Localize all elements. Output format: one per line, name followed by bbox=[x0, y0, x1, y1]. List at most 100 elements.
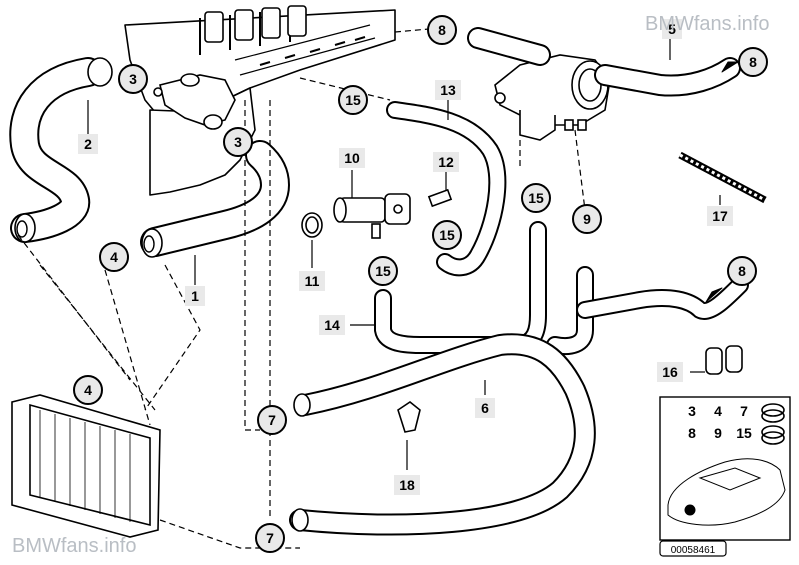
image-id: 00058461 bbox=[671, 545, 716, 556]
legend-part-7: 7 bbox=[740, 403, 748, 419]
callout-circle bbox=[257, 405, 287, 435]
callout-box bbox=[185, 286, 205, 306]
legend-inset: 3 4 7 8 9 15 00058461 bbox=[659, 396, 791, 557]
callout-7: 7 bbox=[255, 523, 285, 553]
thermostat-housing bbox=[153, 73, 236, 130]
callout-label: 14 bbox=[324, 317, 340, 333]
callout-1: 1 bbox=[185, 286, 205, 306]
legend-part-9: 9 bbox=[714, 425, 722, 441]
callout-14: 14 bbox=[319, 315, 345, 335]
callout-label: 4 bbox=[84, 382, 92, 398]
callout-11: 11 bbox=[299, 271, 325, 291]
image-id-box bbox=[659, 540, 727, 557]
callout-box bbox=[475, 398, 495, 418]
callout-7: 7 bbox=[257, 405, 287, 435]
callout-circle bbox=[118, 64, 148, 94]
callout-label: 8 bbox=[438, 22, 446, 38]
callout-8: 8 bbox=[727, 256, 757, 286]
watermark-bottom: BMWfans.info bbox=[12, 535, 136, 557]
callout-2: 2 bbox=[78, 134, 98, 154]
callout-circle bbox=[432, 220, 462, 250]
callout-15: 15 bbox=[368, 256, 398, 286]
valve-assembly bbox=[301, 188, 743, 433]
callout-6: 6 bbox=[475, 398, 495, 418]
callout-12: 12 bbox=[433, 152, 459, 172]
callout-4: 4 bbox=[73, 375, 103, 405]
callout-label: 15 bbox=[439, 227, 455, 243]
callout-circle bbox=[338, 85, 368, 115]
callout-5: 5 bbox=[662, 19, 682, 39]
legend-part-4: 4 bbox=[714, 403, 722, 419]
cable-tie bbox=[678, 151, 767, 204]
callout-label: 4 bbox=[110, 249, 118, 265]
callout-3: 3 bbox=[118, 64, 148, 94]
callout-circle bbox=[223, 127, 253, 157]
callout-box bbox=[339, 148, 365, 168]
callout-label: 15 bbox=[375, 263, 391, 279]
callout-circle bbox=[99, 242, 129, 272]
callout-label: 11 bbox=[305, 273, 320, 289]
callout-circle bbox=[572, 204, 602, 234]
callout-label: 12 bbox=[438, 154, 454, 170]
callout-circle bbox=[73, 375, 103, 405]
callout-15: 15 bbox=[338, 85, 368, 115]
callout-17: 17 bbox=[707, 206, 733, 226]
callout-label: 7 bbox=[266, 530, 274, 546]
callout-circle bbox=[255, 523, 285, 553]
callout-box bbox=[662, 19, 682, 39]
callout-circle bbox=[427, 15, 457, 45]
callout-box bbox=[707, 206, 733, 226]
callout-box bbox=[78, 134, 98, 154]
callout-label: 18 bbox=[399, 477, 415, 493]
callout-18: 18 bbox=[394, 475, 420, 495]
callout-box bbox=[435, 80, 461, 100]
callout-label: 1 bbox=[191, 288, 199, 304]
callout-3: 3 bbox=[223, 127, 253, 157]
callout-16: 16 bbox=[657, 362, 683, 382]
callout-label: 3 bbox=[234, 134, 242, 150]
callout-label: 16 bbox=[662, 364, 678, 380]
callout-label: 2 bbox=[84, 136, 92, 152]
callout-13: 13 bbox=[435, 80, 461, 100]
callout-label: 5 bbox=[668, 21, 676, 37]
callout-circle bbox=[368, 256, 398, 286]
callout-label: 15 bbox=[528, 190, 544, 206]
callout-15: 15 bbox=[432, 220, 462, 250]
callout-box bbox=[319, 315, 345, 335]
callout-label: 8 bbox=[738, 263, 746, 279]
legend-part-15: 15 bbox=[736, 425, 752, 441]
callout-circle bbox=[727, 256, 757, 286]
callout-box bbox=[657, 362, 683, 382]
callout-box bbox=[394, 475, 420, 495]
radiator bbox=[11, 394, 161, 538]
callout-8: 8 bbox=[427, 15, 457, 45]
watermark-top: BMWfans.info bbox=[645, 13, 769, 35]
callout-box bbox=[299, 271, 325, 291]
callout-box bbox=[433, 152, 459, 172]
legend-part-3: 3 bbox=[688, 403, 696, 419]
callout-15: 15 bbox=[521, 183, 551, 213]
legend-part-8: 8 bbox=[688, 425, 696, 441]
car-outline-icon bbox=[667, 458, 786, 526]
leader-lines bbox=[87, 32, 721, 470]
callout-9: 9 bbox=[572, 204, 602, 234]
hoses bbox=[9, 27, 749, 536]
callout-label: 15 bbox=[345, 92, 361, 108]
callout-8: 8 bbox=[738, 47, 768, 77]
callout-4: 4 bbox=[99, 242, 129, 272]
callout-circle bbox=[738, 47, 768, 77]
clamp-icon bbox=[761, 403, 785, 445]
throttle-body bbox=[494, 54, 611, 141]
callout-label: 3 bbox=[129, 71, 137, 87]
callout-10: 10 bbox=[339, 148, 365, 168]
callout-label: 7 bbox=[268, 412, 276, 428]
callout-label: 9 bbox=[583, 211, 591, 227]
callout-label: 8 bbox=[749, 54, 757, 70]
callout-label: 6 bbox=[481, 400, 489, 416]
callout-label: 10 bbox=[344, 150, 360, 166]
callout-label: 13 bbox=[440, 82, 456, 98]
callout-label: 17 bbox=[712, 208, 728, 224]
legend-labels: 3 4 7 8 9 15 bbox=[688, 403, 752, 441]
